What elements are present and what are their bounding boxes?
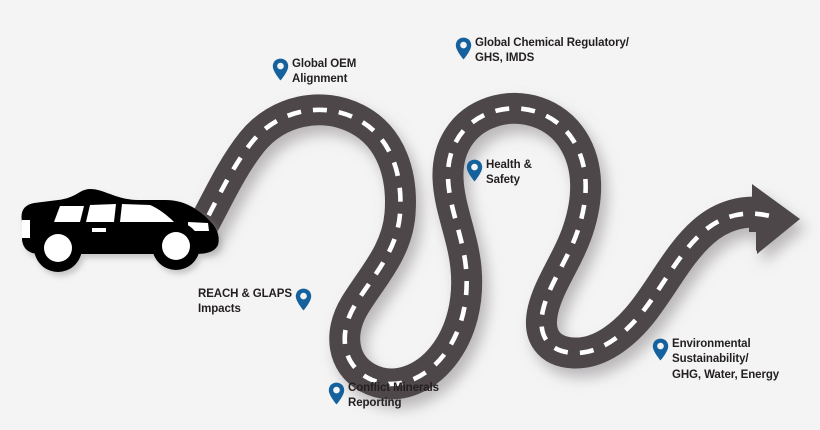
car-window-middle bbox=[86, 204, 116, 222]
car-wheel-rear-hub bbox=[44, 234, 72, 262]
milestone-environmental-sustainability[interactable]: Environmental Sustainability/ GHG, Water… bbox=[652, 337, 779, 383]
map-pin-icon bbox=[295, 288, 312, 311]
milestone-global-chemical-regulatory[interactable]: Global Chemical Regulatory/ GHS, IMDS bbox=[455, 36, 629, 67]
milestone-label: REACH & GLAPS Impacts bbox=[198, 288, 292, 316]
milestone-label: Environmental Sustainability/ GHG, Water… bbox=[672, 338, 780, 381]
milestone-conflict-minerals-reporting[interactable]: Conflict Minerals Reporting bbox=[328, 381, 439, 412]
map-pin-icon bbox=[466, 159, 483, 182]
map-pin-icon bbox=[328, 382, 345, 405]
map-pin-icon bbox=[652, 338, 669, 361]
milestone-label: Global OEM Alignment bbox=[292, 58, 357, 86]
car-window-rear bbox=[54, 206, 84, 222]
milestone-label: Global Chemical Regulatory/ GHS, IMDS bbox=[475, 37, 629, 65]
car-window-front bbox=[120, 204, 174, 222]
car-wheel-front-hub bbox=[162, 232, 190, 260]
milestone-global-oem-alignment[interactable]: Global OEM Alignment bbox=[272, 57, 356, 88]
milestone-label: Health & Safety bbox=[486, 159, 532, 187]
road-center-dashes bbox=[194, 106, 771, 387]
map-pin-icon bbox=[455, 37, 472, 60]
road-path-group bbox=[182, 92, 800, 400]
milestone-health-and-safety[interactable]: Health & Safety bbox=[466, 158, 532, 189]
car-taillight bbox=[22, 220, 30, 238]
car-headlight bbox=[188, 222, 209, 231]
milestone-label: Conflict Minerals Reporting bbox=[348, 382, 439, 410]
milestone-reach-and-glaps-impacts[interactable]: REACH & GLAPS Impacts bbox=[198, 287, 312, 318]
map-pin-icon bbox=[272, 58, 289, 81]
car-silhouette-icon bbox=[21, 188, 219, 272]
road-arrowhead-fill bbox=[753, 186, 799, 251]
car-door-handle-front bbox=[92, 228, 106, 232]
